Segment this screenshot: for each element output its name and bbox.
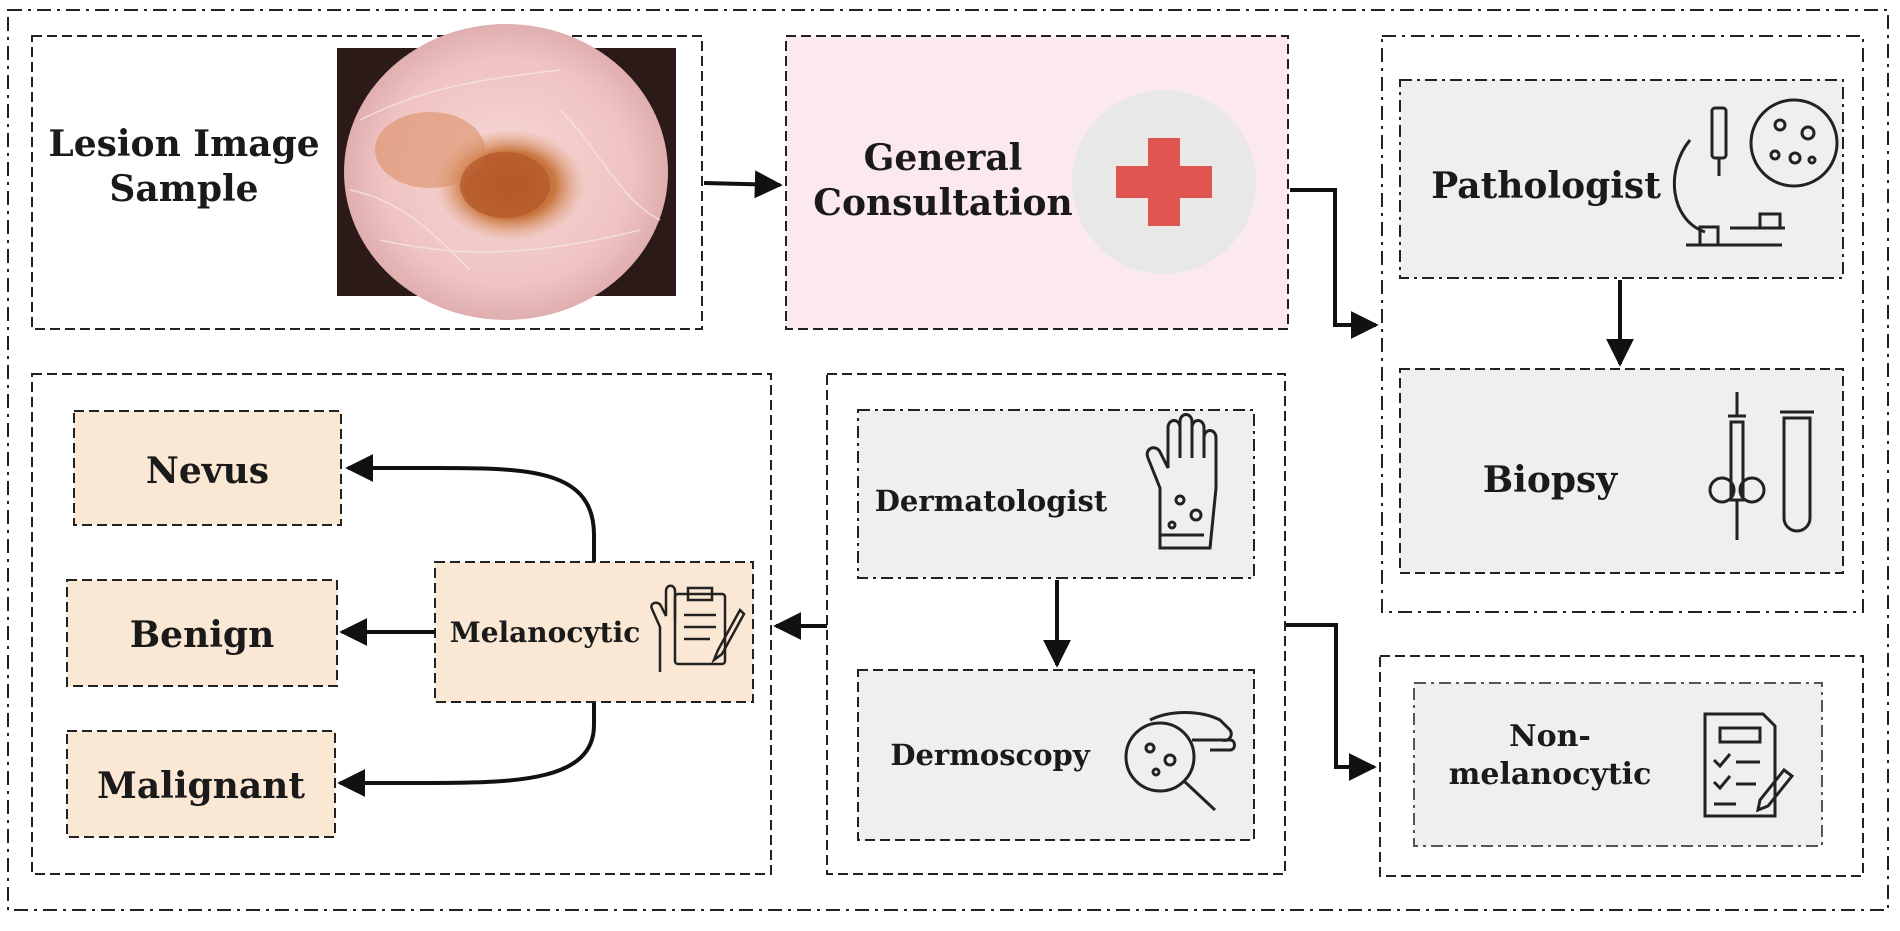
nevus-box — [73, 410, 342, 526]
malignant-box — [66, 730, 336, 838]
lesion-label-line2: Sample — [109, 168, 259, 210]
dermatologist-label: Dermatologist — [874, 484, 1108, 518]
benign-label: Benign — [129, 614, 275, 656]
arrows — [337, 170, 1634, 797]
consultation-label-line1: General — [863, 137, 1023, 179]
non-melanocytic-group — [1379, 655, 1864, 877]
dermoscopy-box — [857, 669, 1255, 841]
non-melanocytic-label-line2: melanocytic — [1448, 756, 1652, 792]
non-melanocytic-label-line1: Non- — [1509, 719, 1591, 754]
arrow-consultation-to-pathologist — [1290, 188, 1379, 339]
malignant-label: Malignant — [96, 765, 305, 807]
outer-frame — [7, 9, 1889, 911]
melanocytic-box — [434, 561, 754, 703]
lesion-label: Lesion Image Sample — [48, 122, 320, 212]
pathologist-label: Pathologist — [1431, 165, 1661, 207]
arrow-dermatology-to-non-melanocytic — [1286, 623, 1377, 781]
biopsy-label: Biopsy — [1482, 459, 1618, 501]
lesion-image-photo — [337, 24, 676, 320]
biopsy-box — [1399, 368, 1844, 574]
arrow-lesion-to-consultation — [703, 170, 783, 199]
non-melanocytic-box — [1413, 682, 1823, 847]
medical-cross-icon — [1072, 90, 1256, 274]
syringe-test-tube-icon — [1708, 392, 1814, 540]
dermatologist-box — [857, 409, 1255, 579]
microscope-icon — [1672, 98, 1839, 247]
non-melanocytic-label: Non- melanocytic — [1432, 718, 1668, 793]
magnifier-hand-icon — [1124, 711, 1236, 812]
arrow-melanocytic-to-malignant — [337, 703, 596, 797]
report-checklist-icon — [1703, 712, 1795, 818]
melanocytic-label: Melanocytic — [449, 616, 641, 649]
dermoscopy-label: Dermoscopy — [890, 738, 1090, 772]
nevus-label: Nevus — [145, 450, 270, 492]
lesion-label-line1: Lesion Image — [48, 123, 320, 165]
arrow-melanocytic-to-nevus — [345, 454, 596, 562]
hand-skin-icon — [1145, 413, 1218, 550]
consultation-label: General Consultation — [800, 136, 1086, 226]
pathology-group — [1381, 35, 1864, 613]
consultation-label-line2: Consultation — [813, 182, 1073, 224]
clipboard-hand-icon — [650, 584, 746, 672]
benign-box — [66, 579, 338, 687]
melanocytic-group — [31, 373, 772, 875]
